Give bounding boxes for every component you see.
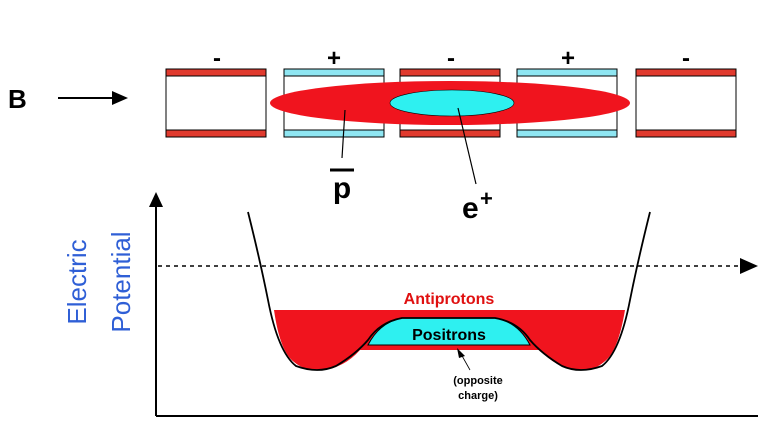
note-line-2: charge) bbox=[458, 390, 498, 402]
electrode-1-polarity: - bbox=[213, 45, 221, 72]
antiproton-label: p bbox=[333, 172, 351, 205]
electrode-5-polarity: - bbox=[682, 45, 690, 72]
electrode-5-top-band bbox=[635, 68, 737, 77]
potential-axes bbox=[149, 192, 758, 417]
axis-label-line-2: Potential bbox=[106, 231, 136, 332]
antiprotons-label: Antiprotons bbox=[404, 291, 495, 308]
electrode-2-polarity: + bbox=[327, 45, 341, 72]
positron-symbol: e + bbox=[462, 186, 493, 225]
potential-curve bbox=[247, 211, 651, 371]
positrons-label: Positrons bbox=[412, 327, 486, 344]
field-label: B bbox=[8, 84, 27, 114]
axis-label: Electric Potential bbox=[62, 231, 136, 332]
electrode-2-bottom-band bbox=[283, 129, 385, 138]
electrode-4-top-band bbox=[516, 68, 618, 77]
field-arrow bbox=[58, 91, 128, 105]
electrode-3-top-band bbox=[399, 68, 501, 77]
electrode-1-top-band bbox=[165, 68, 267, 77]
positron-cloud bbox=[389, 89, 515, 117]
positron-leader bbox=[457, 107, 477, 185]
reference-dashed-line bbox=[158, 258, 758, 274]
positron-label: e bbox=[462, 192, 479, 225]
electrode-1: - bbox=[165, 45, 267, 138]
electrode-4-bottom-band bbox=[516, 129, 618, 138]
positron-superscript: + bbox=[480, 186, 493, 211]
antiproton-leader bbox=[341, 109, 346, 159]
electrode-3-polarity: - bbox=[447, 45, 455, 72]
electrode-1-bottom-band bbox=[165, 129, 267, 138]
antiproton-symbol: p bbox=[330, 168, 354, 205]
electrode-4-polarity: + bbox=[561, 45, 575, 72]
electrode-3-bottom-band bbox=[399, 129, 501, 138]
axis-label-line-1: Electric bbox=[62, 239, 92, 324]
note-arrow bbox=[457, 348, 471, 371]
note-line-1: (opposite bbox=[453, 375, 503, 387]
electrode-5: - bbox=[635, 45, 737, 138]
electrode-5-bottom-band bbox=[635, 129, 737, 138]
electrode-2-top-band bbox=[283, 68, 385, 77]
